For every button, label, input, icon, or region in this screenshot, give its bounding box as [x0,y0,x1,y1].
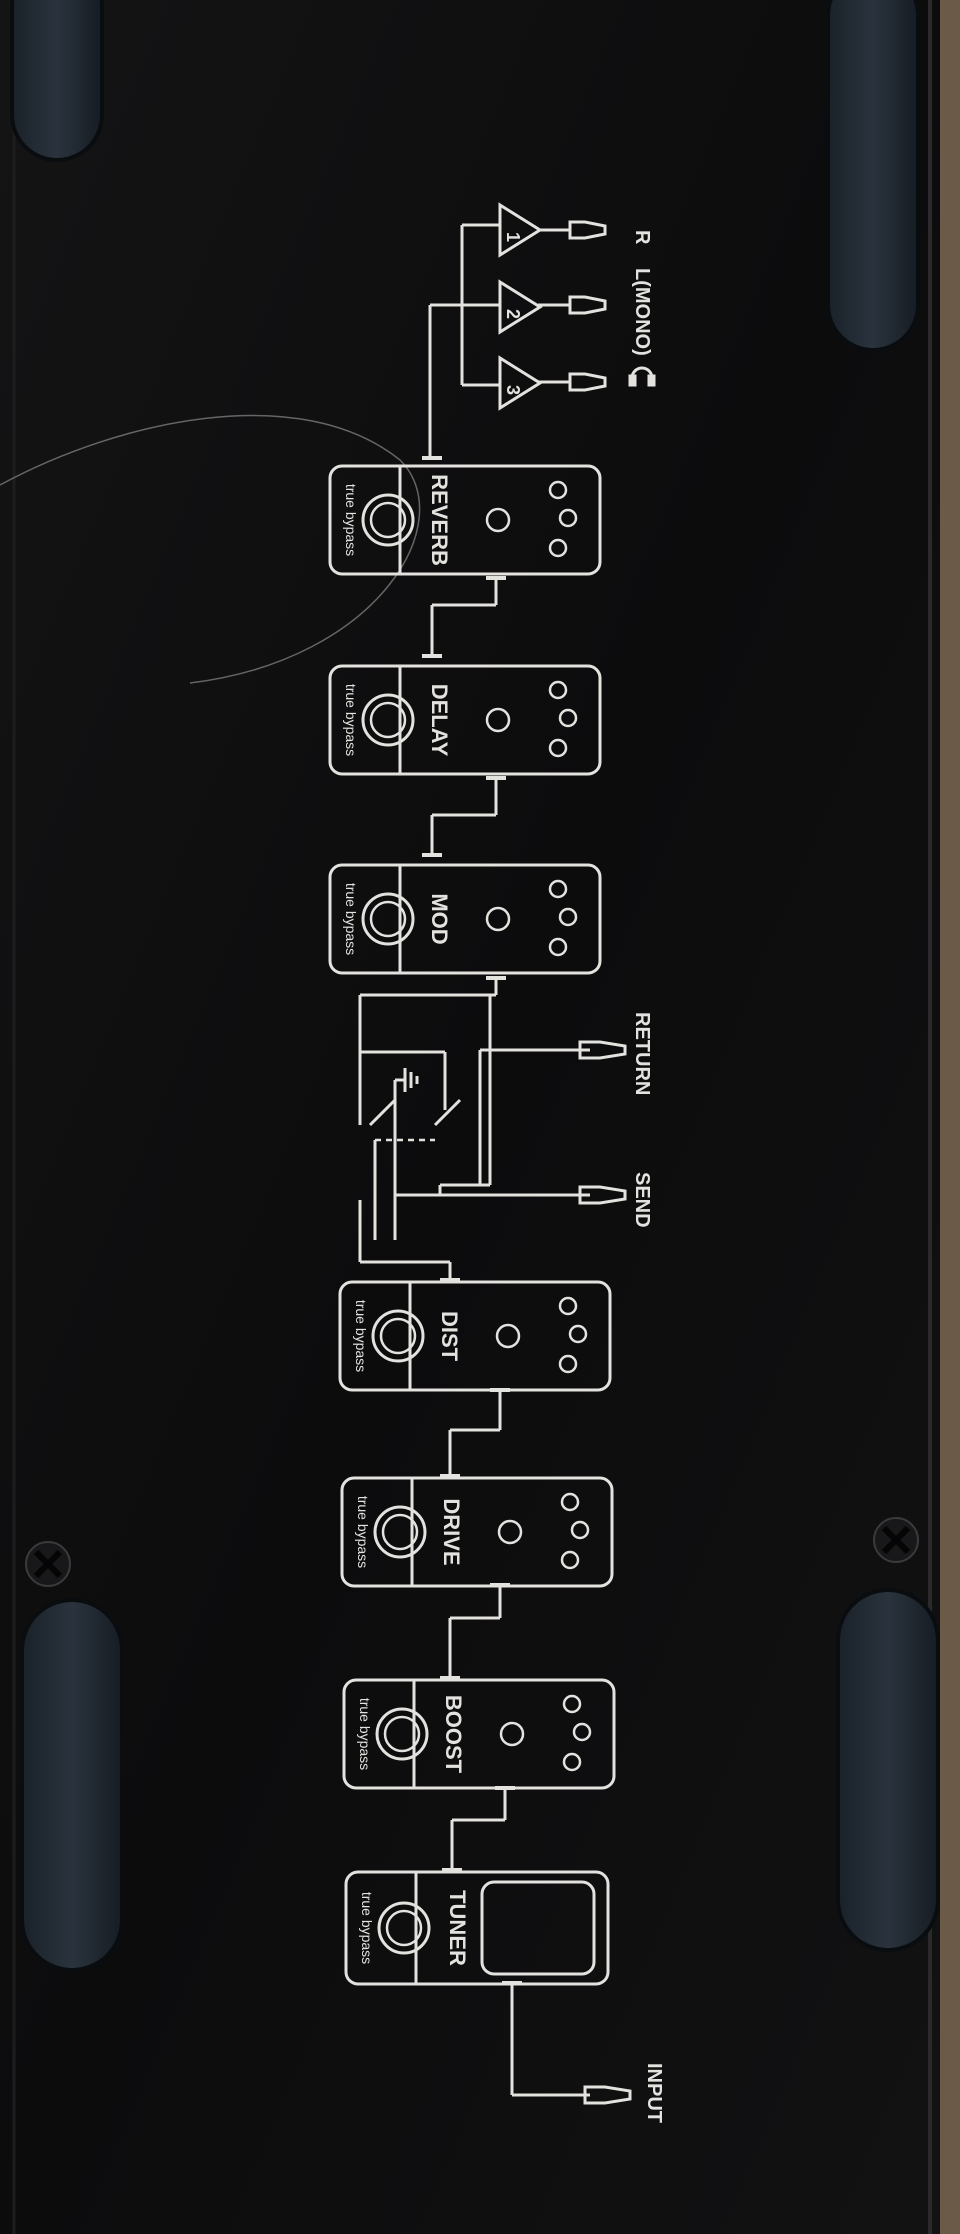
pedal-name: DRIVE [439,1498,464,1565]
signal-wiring [358,223,590,2097]
output-label-right: R [631,230,653,245]
pedal-dist: DIST true bypass [338,1280,612,1392]
pedal-name: BOOST [441,1695,466,1774]
pedal-tuner: TUNER true bypass [344,1870,610,1986]
pedal-delay: DELAY true bypass [328,664,602,776]
return-label: RETURN [631,1012,653,1095]
svg-text:3: 3 [503,385,523,395]
pedal-name: TUNER [445,1890,470,1966]
pedal-reverb: REVERB true bypass [328,464,602,576]
board-surface [0,0,940,2234]
bypass-label: true bypass [353,1300,369,1372]
bypass-label: true bypass [343,484,359,556]
input-label: INPUT [643,2063,665,2123]
tuner-display [480,1880,596,1976]
pedal-name: DELAY [427,684,452,757]
pedal-name: MOD [427,893,452,944]
pedal-name: DIST [437,1311,462,1362]
pedal-name: REVERB [427,474,452,566]
pedal-drive: DRIVE true bypass [340,1476,614,1588]
bypass-label: true bypass [343,883,359,955]
stray-hair [0,414,421,684]
bypass-label: true bypass [355,1496,371,1568]
screw-left [25,1541,71,1587]
svg-text:1: 1 [503,232,523,242]
svg-text:2: 2 [503,309,523,319]
rubber-feet [10,0,940,1972]
bypass-label: true bypass [343,684,359,756]
loop-jacks [578,1040,632,2105]
pedal-boost: BOOST true bypass [342,1678,616,1790]
output-jacks [568,220,607,392]
output-amp-2: 2 [498,279,543,335]
pedal-mod: MOD true bypass [328,863,602,975]
output-label-left-mono: L(MONO) [631,268,653,356]
screw-right [873,1517,919,1563]
bypass-label: true bypass [357,1698,373,1770]
bypass-label: true bypass [359,1892,375,1964]
headphone-icon [628,366,656,387]
send-label: SEND [631,1172,653,1228]
output-amp-1: 1 [498,202,543,258]
output-amp-3: 3 [498,355,543,411]
